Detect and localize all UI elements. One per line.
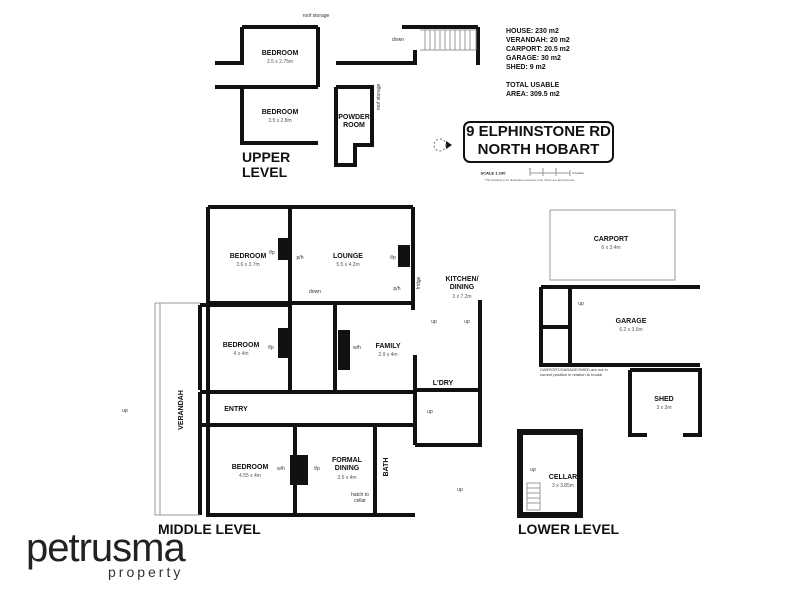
room-size: 3.5 x 2.75m xyxy=(266,59,294,65)
upper-level-label: UPPER LEVEL xyxy=(242,149,291,180)
address-box: 9 ELPHINSTONE RD NORTH HOBART xyxy=(463,121,614,163)
up-label: up xyxy=(578,301,584,307)
up-label: up xyxy=(464,319,470,325)
upper-walls xyxy=(215,25,480,167)
room-name: BATH xyxy=(383,457,390,477)
compass-icon xyxy=(433,138,452,152)
fireplace-label: f/p xyxy=(269,250,275,256)
up-label: up xyxy=(431,319,437,325)
room-size: 5.5 x 4.2m xyxy=(336,262,360,268)
fireplace-label: f/p xyxy=(314,466,320,472)
room-size: 6 x 3.4m xyxy=(601,245,621,251)
up-label: up xyxy=(457,487,463,493)
room-name: LOUNGE xyxy=(333,253,363,260)
fireplace-label: f/p xyxy=(390,255,396,261)
middle-level-label: MIDDLE LEVEL xyxy=(158,521,261,537)
down-label: down xyxy=(392,37,404,43)
up-label: up xyxy=(530,467,536,473)
room-size: 3 x 7.2m xyxy=(452,294,472,300)
room-name: FORMAL DINING xyxy=(332,457,362,472)
fireplace-label: f/p xyxy=(268,345,274,351)
wh-label: w/h xyxy=(277,466,285,472)
ph-label: p/h xyxy=(393,286,401,292)
address-line1: 9 ELPHINSTONE RD xyxy=(466,123,611,140)
total-area: TOTAL USABLE xyxy=(506,82,560,89)
room-name: SHED xyxy=(654,396,674,403)
hatch-label: hatch to cellar xyxy=(351,492,369,504)
room-name: BEDROOM xyxy=(261,109,299,116)
up-label: up xyxy=(427,409,433,415)
room-name: CARPORT xyxy=(593,236,629,243)
room-name: ENTRY xyxy=(224,406,248,413)
scale-tick: 2 xyxy=(555,167,557,171)
room-name: GARAGE xyxy=(615,318,647,325)
room-size: 3.5 x 4m xyxy=(337,475,357,481)
fridge-label: fridge xyxy=(416,276,422,290)
room-size: 3 x 3m xyxy=(656,405,672,411)
room-size: 2.9 x 4m xyxy=(378,352,398,358)
area-line: GARAGE: 30 m2 xyxy=(506,55,561,62)
stairs xyxy=(420,29,477,51)
room-name: CELLAR xyxy=(548,474,578,481)
room-size: 6.2 x 3.6m xyxy=(619,327,643,333)
chimneys xyxy=(278,238,410,485)
room-name: L'DRY xyxy=(432,380,454,387)
verandah-outline xyxy=(154,302,200,516)
area-line: HOUSE: 230 m2 xyxy=(506,28,559,35)
room-size: 4 x 4m xyxy=(233,351,249,357)
room-name: BEDROOM xyxy=(222,342,260,349)
room-name: FAMILY xyxy=(375,343,401,350)
roof-storage-side-label: roof storage xyxy=(376,83,382,111)
room-size: 3.6 x 3.7m xyxy=(236,262,260,268)
room-name: BEDROOM xyxy=(231,464,269,471)
scale-tick: 0 xyxy=(529,167,531,171)
room-name: BEDROOM xyxy=(229,253,267,260)
cellar-walls xyxy=(517,429,583,518)
wh-label: w/h xyxy=(353,345,361,351)
garage-walls xyxy=(539,285,700,367)
address-line2: NORTH HOBART xyxy=(477,141,600,158)
up-label: up xyxy=(122,408,128,414)
area-line: CARPORT: 20.5 m2 xyxy=(506,46,570,53)
total-area-value: AREA: 309.5 m2 xyxy=(506,91,560,98)
room-size: 3.5 x 2.8m xyxy=(268,118,292,124)
area-line: VERANDAH: 20 m2 xyxy=(506,37,570,44)
logo-property: property xyxy=(108,564,184,580)
roof-storage-label: roof storage xyxy=(302,13,330,19)
scale-label: SCALE 1:100 xyxy=(480,170,506,176)
room-name: VERANDAH xyxy=(178,390,185,430)
outbuildings-note: CARPORT/GARAGE/SHED are not in correct p… xyxy=(540,367,608,377)
shed-walls xyxy=(628,368,702,437)
room-size: 4.55 x 4m xyxy=(239,473,261,479)
scale-tick: 3 metres xyxy=(572,171,584,175)
room-size: 3 x 3.85m xyxy=(552,483,574,489)
room-name: POWDER ROOM xyxy=(338,114,370,129)
scale-tick: 1 xyxy=(542,167,544,171)
ph-label: p/h xyxy=(296,255,304,261)
area-line: SHED: 9 m2 xyxy=(506,64,546,71)
down-label: down xyxy=(309,289,321,295)
scale-note: This drawing is for illustrative purpose… xyxy=(484,178,576,182)
room-name: KITCHEN/ DINING xyxy=(445,276,479,291)
room-name: BEDROOM xyxy=(261,50,299,57)
lower-level-label: LOWER LEVEL xyxy=(518,521,620,537)
logo-petrusma: petrusma xyxy=(26,526,186,570)
carport-outline xyxy=(549,209,676,281)
scale-bar xyxy=(529,170,571,176)
area-summary: HOUSE: 230 m2 VERANDAH: 20 m2 CARPORT: 2… xyxy=(506,27,570,99)
cellar-stairs xyxy=(526,482,541,511)
